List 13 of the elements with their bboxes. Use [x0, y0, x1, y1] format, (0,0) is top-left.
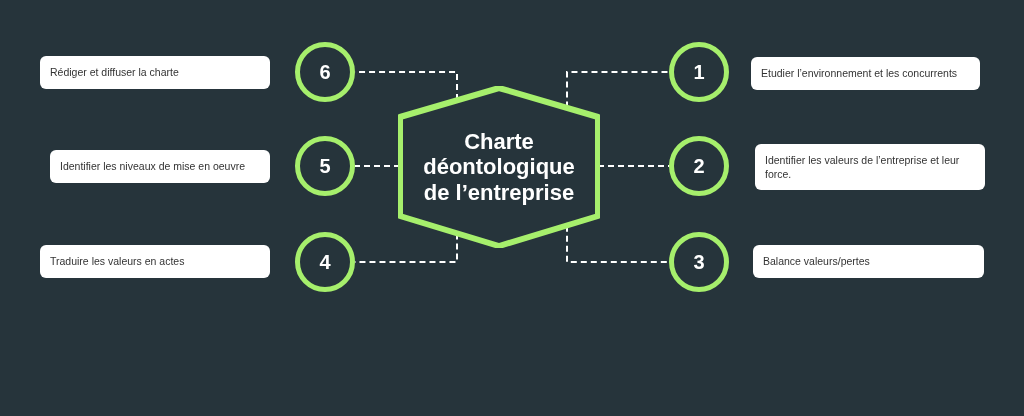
- step-card: Rédiger et diffuser la charte: [40, 56, 270, 89]
- step-number: 6: [295, 42, 355, 102]
- central-topic: Charte déontologique de l’entreprise: [422, 129, 576, 205]
- step-number: 3: [669, 232, 729, 292]
- step-number: 4: [295, 232, 355, 292]
- step-number: 5: [295, 136, 355, 196]
- step-number: 1: [669, 42, 729, 102]
- step-card: Traduire les valeurs en actes: [40, 245, 270, 278]
- step-card: Identifier les niveaux de mise en oeuvre: [50, 150, 270, 183]
- step-card: Identifier les valeurs de l’entreprise et leur force.: [755, 144, 985, 190]
- step-card: Etudier l’environnement et les concurrents: [751, 57, 980, 90]
- step-card: Balance valeurs/pertes: [753, 245, 984, 278]
- step-number: 2: [669, 136, 729, 196]
